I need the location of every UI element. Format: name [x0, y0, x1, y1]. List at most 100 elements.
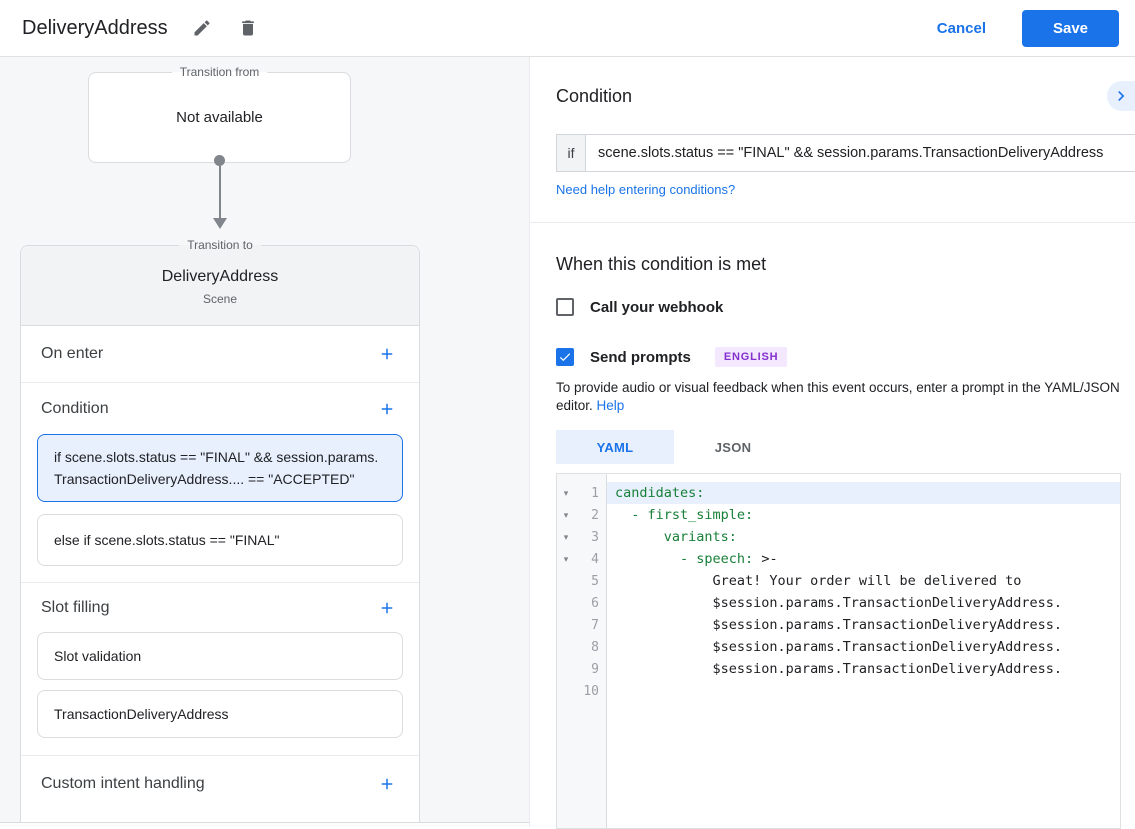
condition-panel-title: Condition: [556, 86, 633, 106]
checkmark-icon: [558, 350, 572, 364]
prompt-description: To provide audio or visual feedback when…: [556, 379, 1130, 415]
top-bar: DeliveryAddress Cancel Save: [0, 0, 1135, 57]
code-line[interactable]: $session.params.TransactionDeliveryAddre…: [615, 595, 1063, 611]
gutter-line: 9: [557, 658, 606, 680]
slot-card-transaction-delivery-address[interactable]: TransactionDeliveryAddress: [37, 690, 403, 738]
on-enter-label: On enter: [41, 345, 104, 362]
code-line[interactable]: $session.params.TransactionDeliveryAddre…: [615, 639, 1063, 655]
code-line[interactable]: - first_simple:: [631, 507, 754, 523]
flow-connector-arrow: [212, 155, 227, 229]
editor-format-tabs: YAML JSON: [556, 430, 792, 464]
scene-type: Scene: [202, 292, 238, 306]
send-prompts-option-row: Send prompts ENGLISH: [556, 347, 788, 367]
section-slot-filling: Slot filling Slot validation Transaction…: [21, 583, 419, 756]
condition-detail-panel: Condition if Need help entering conditio…: [530, 57, 1135, 829]
section-on-enter: On enter: [21, 326, 419, 383]
prompt-description-text: To provide audio or visual feedback when…: [556, 380, 1120, 413]
language-badge: ENGLISH: [714, 347, 788, 367]
condition-expression-input[interactable]: [586, 135, 1135, 171]
line-number: 7: [591, 617, 599, 633]
condition-expression-row: if: [556, 134, 1135, 172]
gutter-line: ▾1: [557, 482, 606, 504]
gutter-line: ▾4: [557, 548, 606, 570]
transition-from-value: Not available: [176, 109, 263, 126]
chevron-right-icon: [1111, 86, 1131, 106]
add-custom-intent-button[interactable]: [375, 772, 399, 796]
section-divider: [530, 222, 1135, 223]
gutter-line: 5: [557, 570, 606, 592]
page-title: DeliveryAddress: [22, 16, 168, 39]
line-number: 10: [583, 683, 599, 699]
section-custom-intent: Custom intent handling: [21, 756, 419, 812]
send-prompts-label[interactable]: Send prompts: [590, 348, 691, 366]
prompt-help-link[interactable]: Help: [596, 398, 625, 413]
line-number: 3: [591, 529, 599, 545]
plus-icon: [378, 775, 396, 793]
scene-node-header[interactable]: DeliveryAddress Scene: [21, 246, 419, 326]
line-number: 1: [591, 485, 599, 501]
delete-scene-button[interactable]: [236, 16, 260, 40]
fold-toggle-icon[interactable]: ▾: [563, 553, 569, 564]
gutter-line: ▾2: [557, 504, 606, 526]
line-number: 4: [591, 551, 599, 567]
condition-help-link[interactable]: Need help entering conditions?: [556, 182, 736, 197]
fold-toggle-icon[interactable]: ▾: [563, 531, 569, 542]
line-number: 2: [591, 507, 599, 523]
scene-name: DeliveryAddress: [161, 268, 279, 285]
call-webhook-label[interactable]: Call your webhook: [590, 298, 724, 316]
slot-filling-label: Slot filling: [41, 598, 110, 616]
slot-card-validation[interactable]: Slot validation: [37, 632, 403, 680]
code-line[interactable]: candidates:: [607, 482, 1120, 504]
condition-card-selected[interactable]: if scene.slots.status == "FINAL" && sess…: [37, 434, 403, 502]
tab-json[interactable]: JSON: [714, 439, 752, 455]
topbar-actions: Cancel Save: [936, 9, 1135, 47]
custom-intent-label: Custom intent handling: [41, 775, 205, 792]
add-slot-button[interactable]: [375, 596, 399, 620]
transition-to-card: Transition to DeliveryAddress Scene On e…: [20, 238, 420, 827]
line-number: 6: [591, 595, 599, 611]
call-webhook-checkbox[interactable]: [556, 298, 574, 316]
plus-icon: [378, 599, 396, 617]
save-button[interactable]: Save: [1022, 9, 1119, 47]
code-line[interactable]: [607, 680, 1120, 702]
transition-to-label: Transition to: [179, 238, 261, 252]
plus-icon: [378, 345, 396, 363]
fold-toggle-icon[interactable]: ▾: [563, 487, 569, 498]
if-prefix-label: if: [557, 135, 586, 171]
panel-bottom-edge: [0, 822, 529, 827]
line-number: 8: [591, 639, 599, 655]
transition-from-box: Transition from Not available: [88, 65, 351, 163]
transition-from-label: Transition from: [171, 65, 268, 79]
add-condition-button[interactable]: [375, 397, 399, 421]
condition-section-label: Condition: [41, 399, 109, 417]
gutter-line: 7: [557, 614, 606, 636]
condition-card[interactable]: else if scene.slots.status == "FINAL": [37, 514, 403, 566]
fold-toggle-icon[interactable]: ▾: [563, 509, 569, 520]
section-condition: Condition if scene.slots.status == "FINA…: [21, 383, 419, 583]
line-number: 5: [591, 573, 599, 589]
code-line[interactable]: - speech: >-: [680, 551, 778, 567]
add-on-enter-button[interactable]: [375, 342, 399, 366]
gutter-line: 10: [557, 680, 606, 702]
scene-flow-panel: Transition from Not available Transition…: [0, 57, 530, 827]
code-line[interactable]: $session.params.TransactionDeliveryAddre…: [615, 661, 1063, 677]
code-line[interactable]: variants:: [663, 529, 737, 545]
send-prompts-checkbox[interactable]: [556, 348, 574, 366]
line-number: 9: [591, 661, 599, 677]
collapse-panel-button[interactable]: [1107, 81, 1135, 111]
editor-code-area[interactable]: candidates: - first_simple: variants: - …: [607, 474, 1120, 828]
gutter-line: ▾3: [557, 526, 606, 548]
code-line[interactable]: Great! Your order will be delivered to: [615, 573, 1022, 589]
cancel-button[interactable]: Cancel: [936, 19, 986, 37]
gutter-line: 8: [557, 636, 606, 658]
gutter-line: 6: [557, 592, 606, 614]
tab-yaml[interactable]: YAML: [556, 430, 674, 464]
webhook-option-row: Call your webhook: [556, 298, 723, 316]
edit-scene-button[interactable]: [190, 16, 214, 40]
trash-icon: [238, 18, 258, 38]
code-line[interactable]: $session.params.TransactionDeliveryAddre…: [615, 617, 1063, 633]
plus-icon: [378, 400, 396, 418]
pencil-icon: [192, 18, 212, 38]
